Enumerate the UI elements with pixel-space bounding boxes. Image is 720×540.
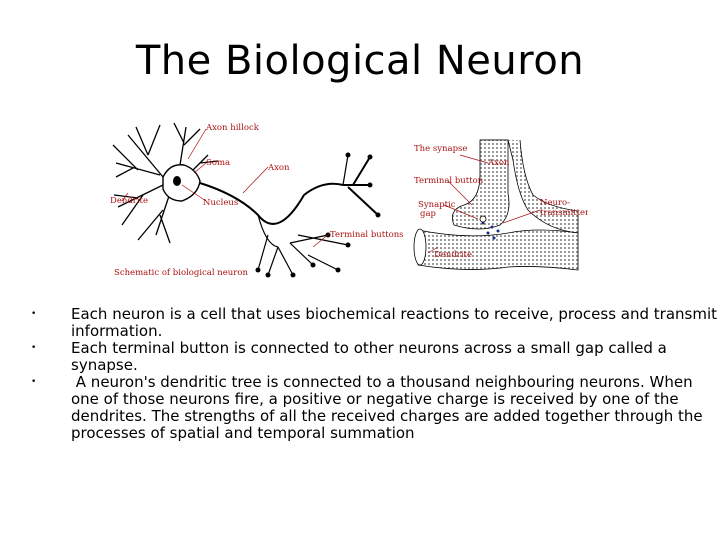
label-soma: Soma: [206, 158, 230, 168]
bullet-text: Each terminal button is connected to oth…: [71, 339, 667, 374]
bullet-dot: •: [31, 377, 37, 387]
bullet-text: A neuron's dendritic tree is connected t…: [71, 373, 708, 442]
label-synapse: The synapse: [414, 144, 467, 154]
label-synaptic: Synaptic: [418, 200, 456, 210]
slide-title: The Biological Neuron: [135, 38, 585, 84]
bullet-item: • A neuron's dendritic tree is connected…: [28, 374, 718, 442]
bullet-dot: •: [31, 343, 37, 353]
label-axon: Axon: [267, 163, 290, 173]
bullet-list: • Each neuron is a cell that uses bioche…: [28, 306, 718, 442]
label-terminal-buttons: Terminal buttons: [330, 230, 404, 240]
label-axon-small: Axon: [487, 158, 510, 168]
label-gap: gap: [420, 209, 437, 219]
label-nucleus: Nucleus: [203, 198, 238, 208]
label-dendrite-small: Dendrite: [434, 250, 472, 260]
bullet-item: • Each neuron is a cell that uses bioche…: [28, 306, 718, 340]
synapse-diagram: [413, 139, 579, 271]
label-transmitters: transmitters: [540, 208, 588, 218]
bullet-dot: •: [31, 309, 37, 319]
label-dendrite: Dendrite: [110, 196, 148, 206]
bullet-text: Each neuron is a cell that uses biochemi…: [71, 305, 717, 340]
neuron-figure: Axon hillock Soma Axon Dendrite Nucleus …: [108, 115, 588, 285]
label-schematic: Schematic of biological neuron: [114, 268, 248, 278]
bullet-item: • Each terminal button is connected to o…: [28, 340, 718, 374]
label-neuro: Neuro-: [540, 198, 570, 208]
neuron-diagram: Axon hillock Soma Axon Dendrite Nucleus …: [110, 122, 588, 278]
label-axon-hillock: Axon hillock: [205, 123, 260, 133]
label-terminal-button: Terminal button: [414, 176, 484, 186]
neuron-schematic: [112, 122, 381, 278]
